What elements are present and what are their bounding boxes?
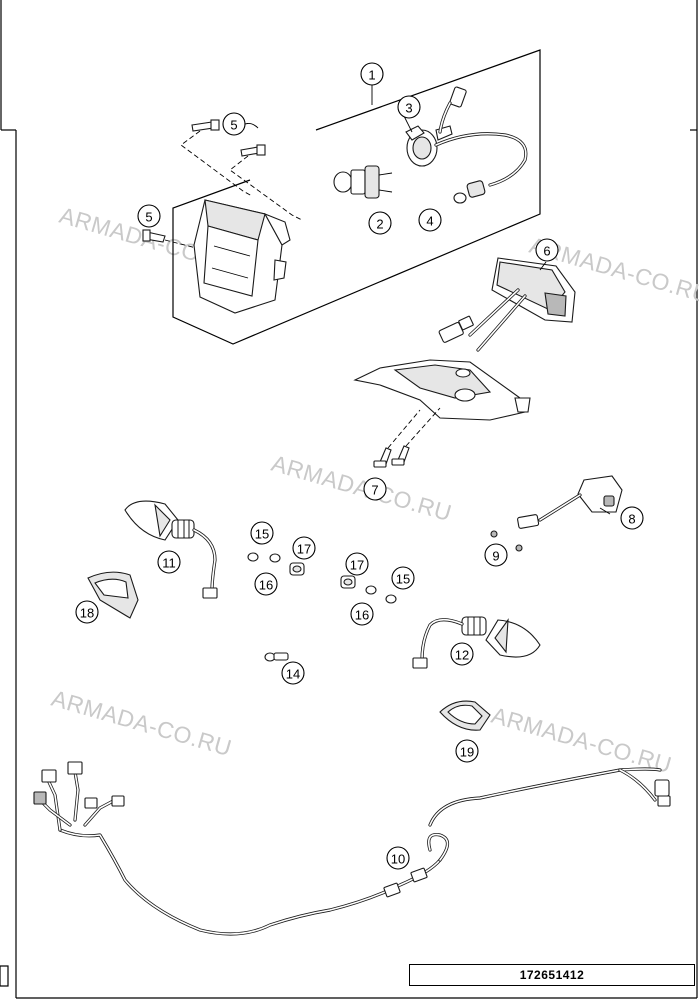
tail-bracket (353, 359, 531, 421)
callout-3: 3 (397, 95, 421, 119)
callout-2: 2 (368, 211, 392, 235)
callout-17-left: 17 (292, 536, 316, 560)
callout-17-right: 17 (345, 552, 369, 576)
callout-12: 12 (450, 642, 474, 666)
indicator-cap-left (87, 571, 139, 619)
callout-1: 1 (360, 62, 384, 86)
tail-light (438, 257, 576, 352)
callout-19-label: 19 (460, 745, 474, 760)
callouts: 1 2 3 4 5 5 6 7 (75, 62, 644, 870)
diagram-code: 172651412 (519, 968, 585, 982)
headlight-housing (193, 199, 291, 314)
callout-4-label: 4 (426, 214, 433, 229)
callout-leaders (403, 115, 611, 515)
headlight-bulb (333, 165, 393, 199)
diagram-code-box (409, 964, 695, 986)
bulb-socket (405, 86, 528, 187)
callout-7-label: 7 (371, 483, 378, 498)
callout-6: 6 (535, 238, 559, 262)
callout-15-right: 15 (391, 566, 415, 590)
callout-14: 14 (281, 661, 305, 685)
lamp-screws (490, 530, 523, 552)
callout-19: 19 (455, 739, 479, 763)
indicator-front-left (124, 500, 218, 599)
callout-18-label: 18 (80, 606, 94, 621)
watermark-5: ARMADA-CO.RU (489, 702, 675, 778)
callout-11: 11 (157, 550, 181, 574)
callout-10-label: 10 (391, 852, 405, 867)
callout-9: 9 (484, 543, 508, 567)
callout-16-right-label: 16 (355, 608, 369, 623)
parking-bulb (453, 180, 486, 204)
small-screw (264, 652, 289, 662)
wiring-harness (33, 761, 671, 936)
callout-14-label: 14 (286, 667, 300, 682)
watermark-4: ARMADA-CO.RU (49, 685, 235, 761)
watermark-3: ARMADA-CO.RU (269, 450, 455, 526)
callout-6-label: 6 (543, 244, 550, 259)
callout-16-right: 16 (350, 602, 374, 626)
headlight-mounting-screws (142, 119, 303, 249)
tail-bracket-screws (373, 407, 441, 468)
indicator-fasteners (247, 552, 397, 604)
callout-16-left: 16 (254, 572, 278, 596)
callout-12-label: 12 (455, 648, 469, 663)
callout-9-label: 9 (492, 549, 499, 564)
licence-plate-lamp (517, 475, 623, 529)
callout-11-label: 11 (162, 556, 176, 571)
callout-15-left-label: 15 (255, 527, 269, 542)
callout-5-left: 5 (137, 204, 161, 228)
callout-3-label: 3 (405, 101, 412, 116)
callout-1-label: 1 (368, 68, 375, 83)
callout-10: 10 (386, 846, 410, 870)
callout-17-left-label: 17 (297, 542, 311, 557)
callout-15-left: 15 (250, 521, 274, 545)
callout-8-label: 8 (628, 512, 635, 527)
indicator-cap-right (439, 700, 491, 731)
indicator-front-right (412, 616, 541, 669)
callout-5-top-label: 5 (230, 118, 237, 133)
callout-7: 7 (363, 477, 387, 501)
callout-18: 18 (75, 600, 99, 624)
callout-8: 8 (620, 506, 644, 530)
callout-15-right-label: 15 (396, 572, 410, 587)
callout-5-left-label: 5 (145, 210, 152, 225)
callout-5-top: 5 (222, 112, 246, 136)
callout-16-left-label: 16 (259, 578, 273, 593)
callout-4: 4 (418, 208, 442, 232)
callout-17-right-label: 17 (350, 558, 364, 573)
callout-2-label: 2 (376, 217, 383, 232)
